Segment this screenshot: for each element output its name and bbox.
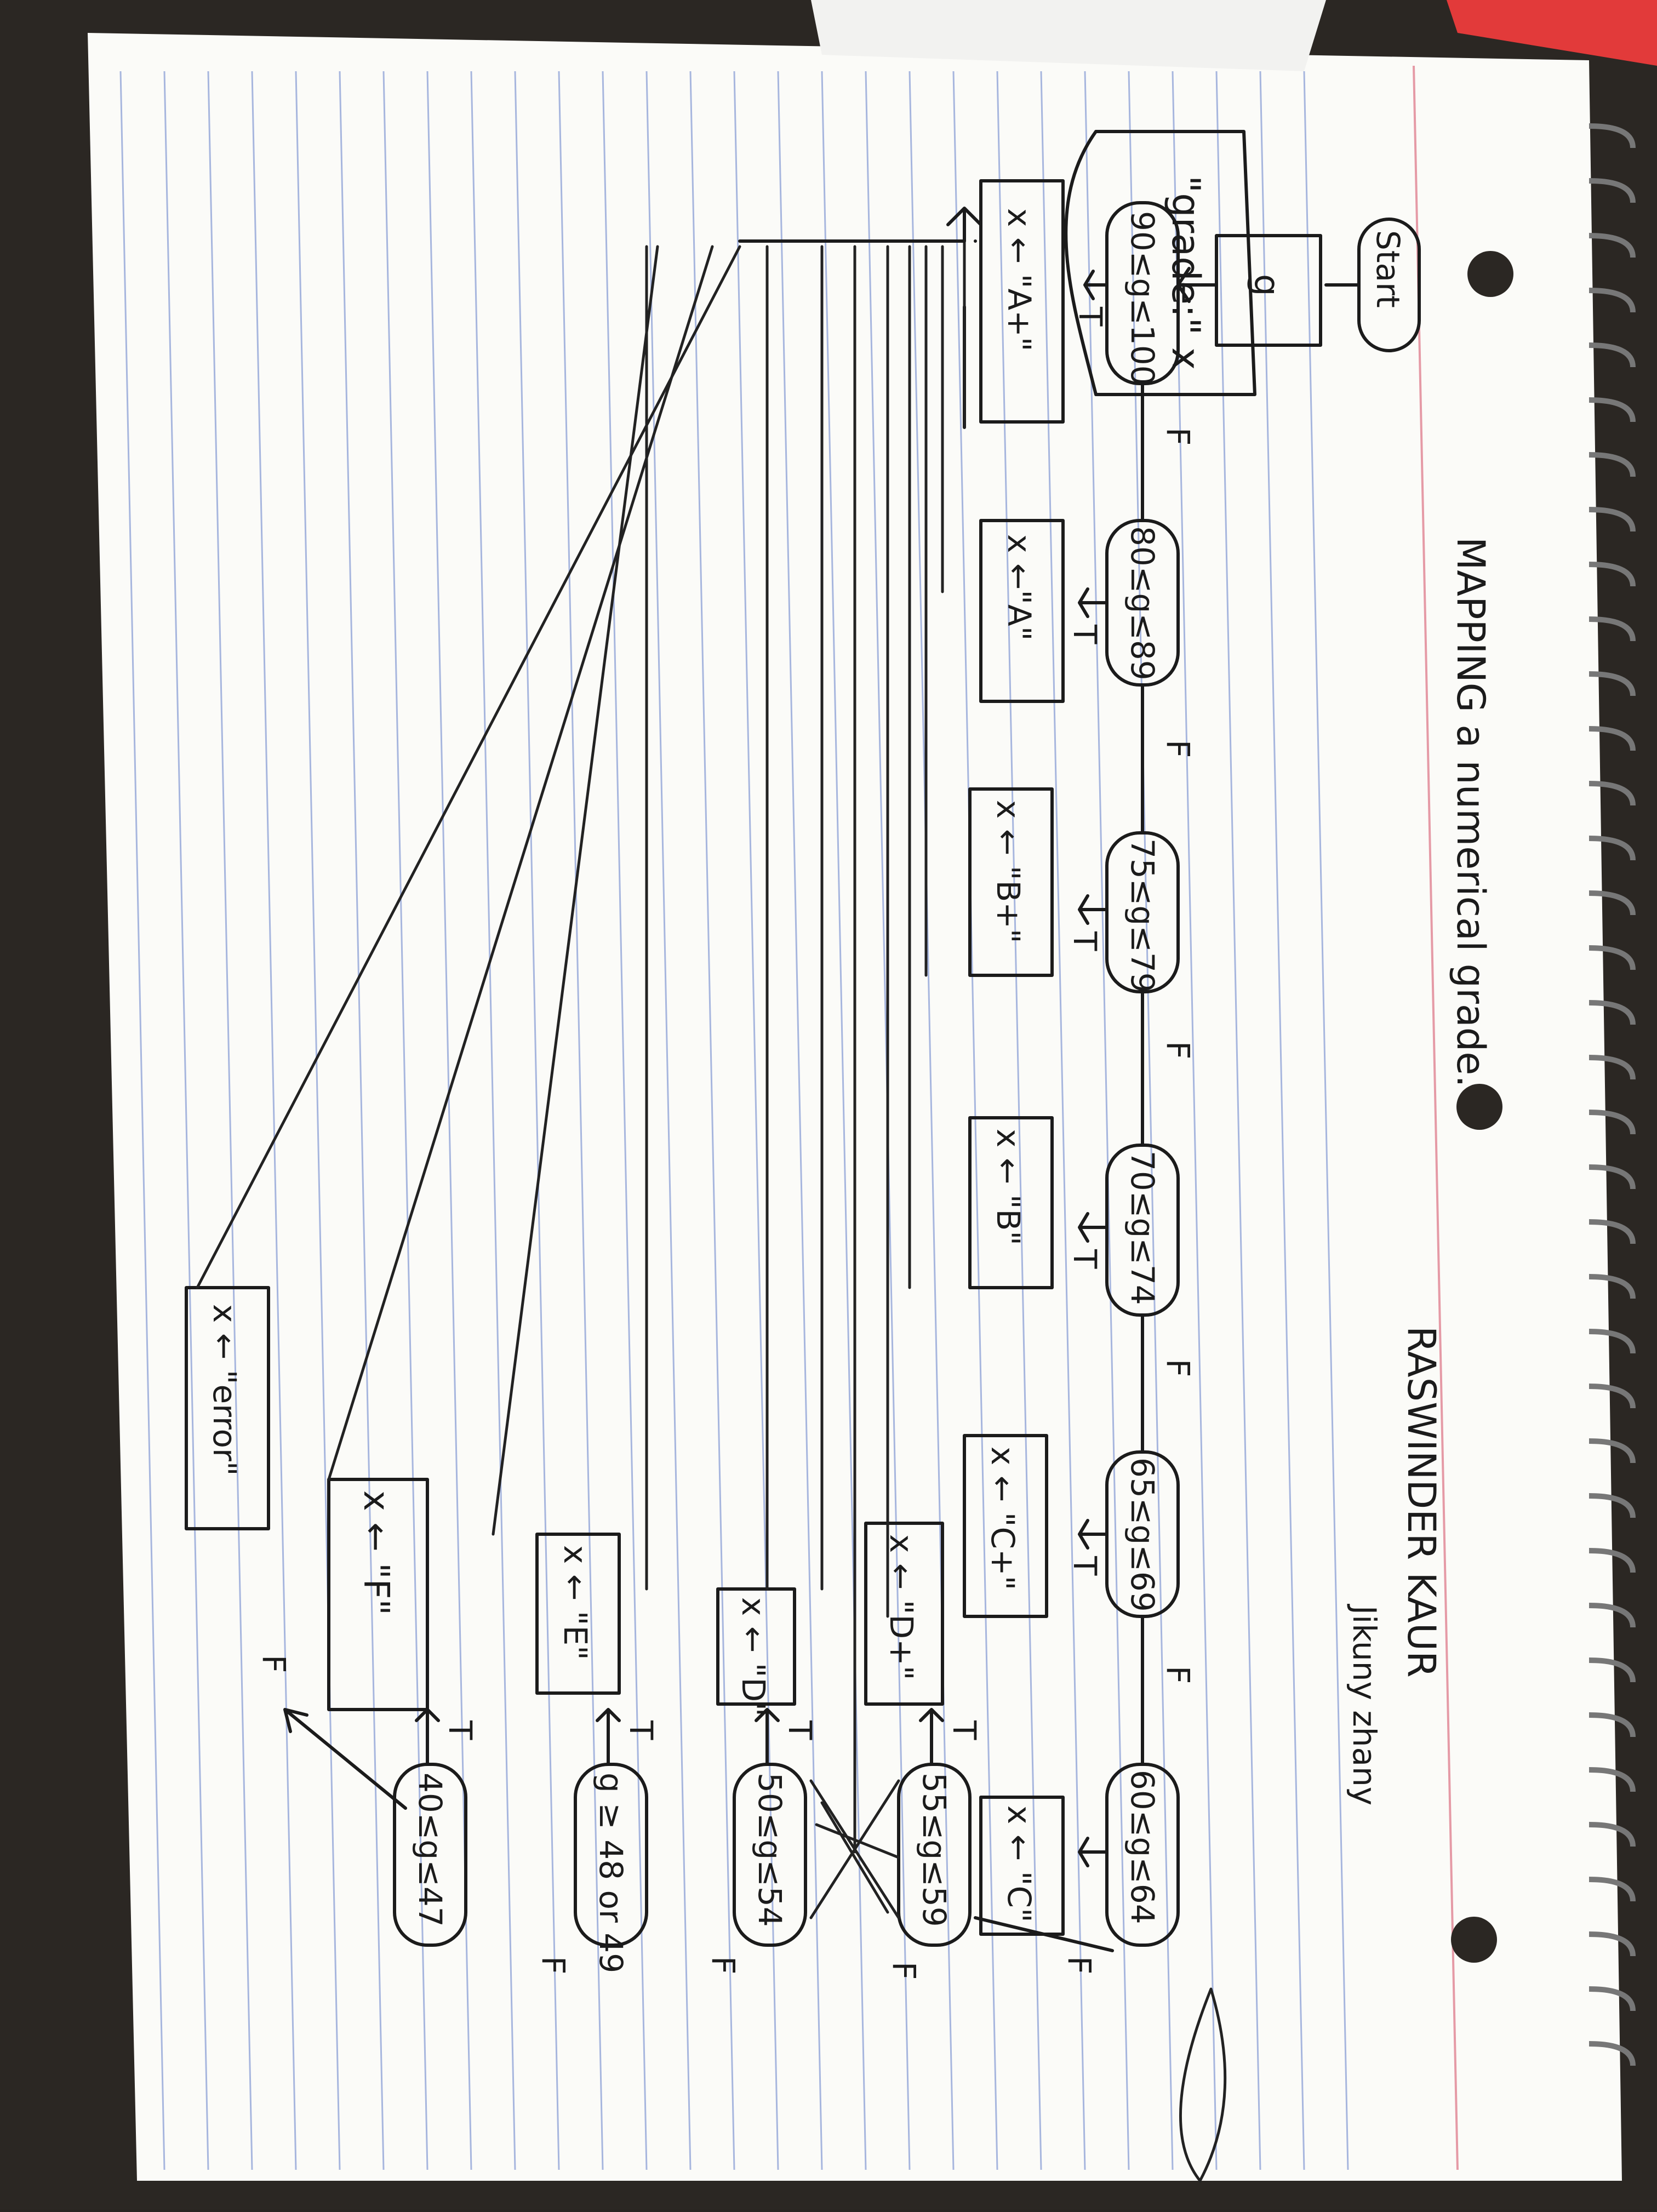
action-A-label: x ←"A"	[1001, 534, 1038, 641]
arrow-to-output	[946, 207, 982, 243]
decision-55-59-label: 55≤g≤59	[916, 1773, 953, 1927]
edge-label-false-9: F	[535, 1956, 572, 1974]
action-E-label: x ← "E"	[557, 1545, 594, 1660]
edge-label-false-2: F	[1159, 740, 1197, 758]
decision-60-64	[1105, 1763, 1180, 1947]
action-D-plus	[864, 1522, 944, 1706]
edge-label-false-5: F	[1159, 1666, 1197, 1684]
edge-cond1-true	[1083, 270, 1109, 300]
edge-label-false-4: F	[1159, 1359, 1197, 1377]
paper-scrap	[811, 0, 1326, 71]
margin-line	[1413, 65, 1459, 2170]
output-label: "grade:" x	[1163, 175, 1208, 370]
action-E	[535, 1533, 621, 1695]
decision-55-59	[897, 1763, 972, 1947]
start-label: Start	[1369, 230, 1407, 308]
edge-label-true-5: T	[1066, 1556, 1104, 1576]
decision-48-49	[574, 1763, 648, 1947]
action-B-plus	[968, 787, 1054, 977]
action-C-plus-label: x ← "C+"	[984, 1447, 1021, 1590]
edge-cond10-false	[283, 1708, 407, 1810]
edge-label-false-1: F	[1159, 427, 1197, 445]
action-D	[716, 1587, 796, 1706]
edge-label-true-4: T	[1066, 1249, 1104, 1269]
action-C-label: x ← "C"	[1001, 1805, 1038, 1923]
action-F-label: x ← "F"	[356, 1490, 396, 1615]
edge-label-false-8: F	[705, 1956, 742, 1974]
decision-40-47-label: 40≤g≤47	[412, 1773, 449, 1927]
action-A-plus	[979, 179, 1065, 424]
return-lines	[196, 228, 966, 1854]
diagram-title: MAPPING a numerical grade.	[1448, 537, 1493, 1088]
crossed-out-note	[1179, 1987, 1227, 2184]
input-label: g	[1246, 274, 1287, 296]
decision-75-79-label: 75≤g≤79	[1124, 838, 1161, 993]
action-D-label: x ← "D"	[735, 1597, 772, 1717]
decision-60-64-label: 60≤g≤64	[1124, 1770, 1161, 1924]
edge-label-false-6: F	[1061, 1956, 1098, 1974]
output-node	[1064, 130, 1256, 396]
edge-label-true-8: T	[781, 1720, 819, 1740]
edge-label-true-3: T	[1066, 931, 1104, 951]
decision-65-69-label: 65≤g≤69	[1124, 1457, 1161, 1612]
action-error	[185, 1286, 270, 1530]
author-name: RASWINDER KAUR	[1399, 1326, 1444, 1678]
punch-holes	[1451, 251, 1513, 1963]
decision-48-49-label: g ≥ 48 or 49	[592, 1773, 630, 1973]
action-C-plus	[963, 1434, 1048, 1618]
red-pen	[1447, 0, 1657, 66]
input-node	[1215, 234, 1322, 347]
action-B	[968, 1116, 1054, 1289]
decision-90-100-label: 90≤g≤100	[1124, 211, 1161, 386]
edge-label-false-3: F	[1159, 1041, 1197, 1059]
edge-label-false-10: F	[255, 1655, 293, 1673]
decision-50-54-label: 50≤g≤54	[751, 1773, 788, 1927]
decision-70-74-label: 70≤g≤74	[1124, 1151, 1161, 1305]
edge-label-true-7: T	[946, 1720, 983, 1740]
action-B-label: x ← "B"	[990, 1129, 1027, 1245]
edge-label-false-7: F	[885, 1962, 923, 1980]
edge-label-true-2: T	[1066, 624, 1104, 644]
spiral-binding	[1589, 123, 1636, 2066]
decision-80-89-label: 80≤g≤89	[1124, 526, 1161, 681]
action-error-label: x ← "error"	[206, 1304, 243, 1476]
decision-50-54	[733, 1763, 807, 1947]
action-F	[327, 1478, 429, 1711]
edge-label-true-10: T	[442, 1720, 479, 1740]
edge-label-true-9: T	[622, 1720, 660, 1740]
decision-40-47	[393, 1763, 467, 1947]
coauthor-name: Jikuny zhany	[1346, 1604, 1383, 1805]
action-A-plus-label: x ← "A+"	[1001, 208, 1038, 351]
action-C	[979, 1796, 1065, 1936]
edge-cond6-false	[974, 1916, 1114, 1952]
action-A	[979, 519, 1065, 703]
action-B-plus-label: x ← "B+"	[990, 800, 1027, 944]
